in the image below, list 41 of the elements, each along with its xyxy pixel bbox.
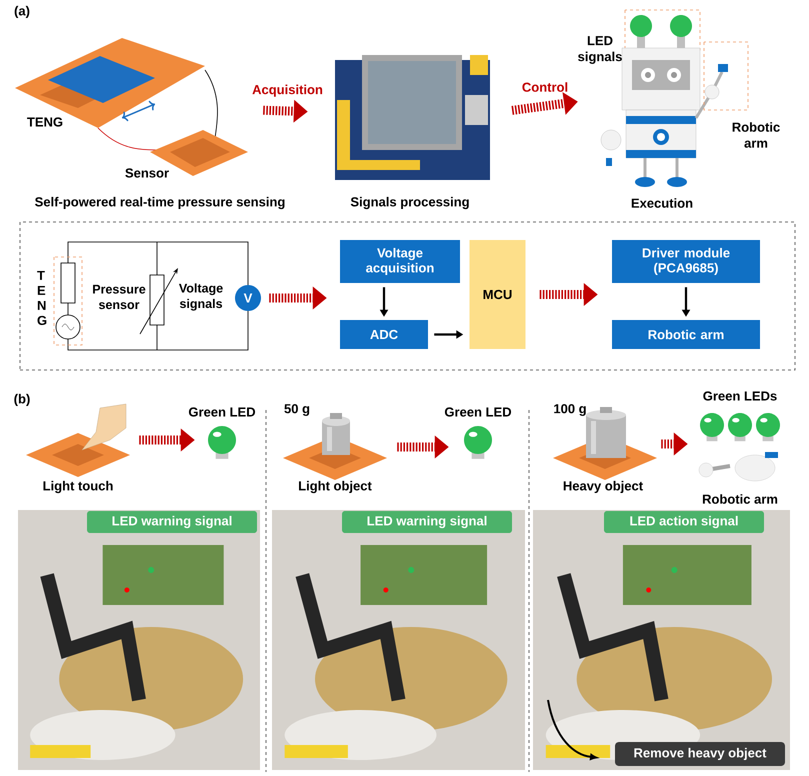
photo [18, 510, 260, 770]
part-label: Pressure sensor [93, 284, 146, 310]
node-label: T E N G [37, 270, 46, 326]
node-label: Signals processing [350, 196, 469, 210]
node-label: Execution [632, 198, 692, 208]
node-label: 50 g [284, 404, 310, 416]
node-label: Green LED [188, 407, 256, 417]
caption-badge: Remove heavy object [615, 742, 785, 766]
bulb-icon [464, 426, 492, 459]
edge-label: Acquisition [252, 84, 322, 97]
sensor-drawing [15, 38, 248, 176]
node-label: 100 g [554, 404, 586, 416]
signal-badge: LED action signal [604, 511, 764, 533]
process-box: ADC [340, 320, 428, 349]
node-label: Heavy object [564, 480, 643, 494]
bulb-icon [208, 426, 236, 459]
node-label: Light touch [44, 480, 113, 494]
process-box: Robotic arm [612, 320, 760, 349]
part-label: (b) [14, 394, 30, 406]
signal-badge: LED warning signal [87, 511, 257, 533]
node-label: Green LED [444, 407, 512, 417]
node-label: Light object [299, 480, 372, 494]
part-label: Robotic arm [732, 122, 780, 148]
node-label: Green LEDs [703, 391, 777, 401]
part-label: (a) [14, 6, 30, 18]
signal-badge: LED warning signal [342, 511, 512, 533]
part-label: Sensor [125, 168, 169, 178]
circuit-board-drawing [335, 55, 490, 180]
dashed-frame [20, 222, 796, 370]
node-label: Robotic arm [702, 494, 778, 504]
part-label: Voltage signals [178, 283, 223, 311]
process-box: Voltage acquisition [340, 240, 460, 283]
photo [272, 510, 525, 770]
process-box: Driver module (PCA9685) [612, 240, 760, 283]
photo [533, 510, 790, 770]
bulbs-and-arm-drawing [698, 413, 780, 482]
part-label: TENG [27, 117, 62, 127]
edge-label: Control [522, 82, 568, 92]
part-label: LED signals [578, 36, 622, 64]
node-label: Self-powered real-time pressure sensing [35, 196, 284, 210]
mcu-box: MCU [470, 240, 526, 349]
